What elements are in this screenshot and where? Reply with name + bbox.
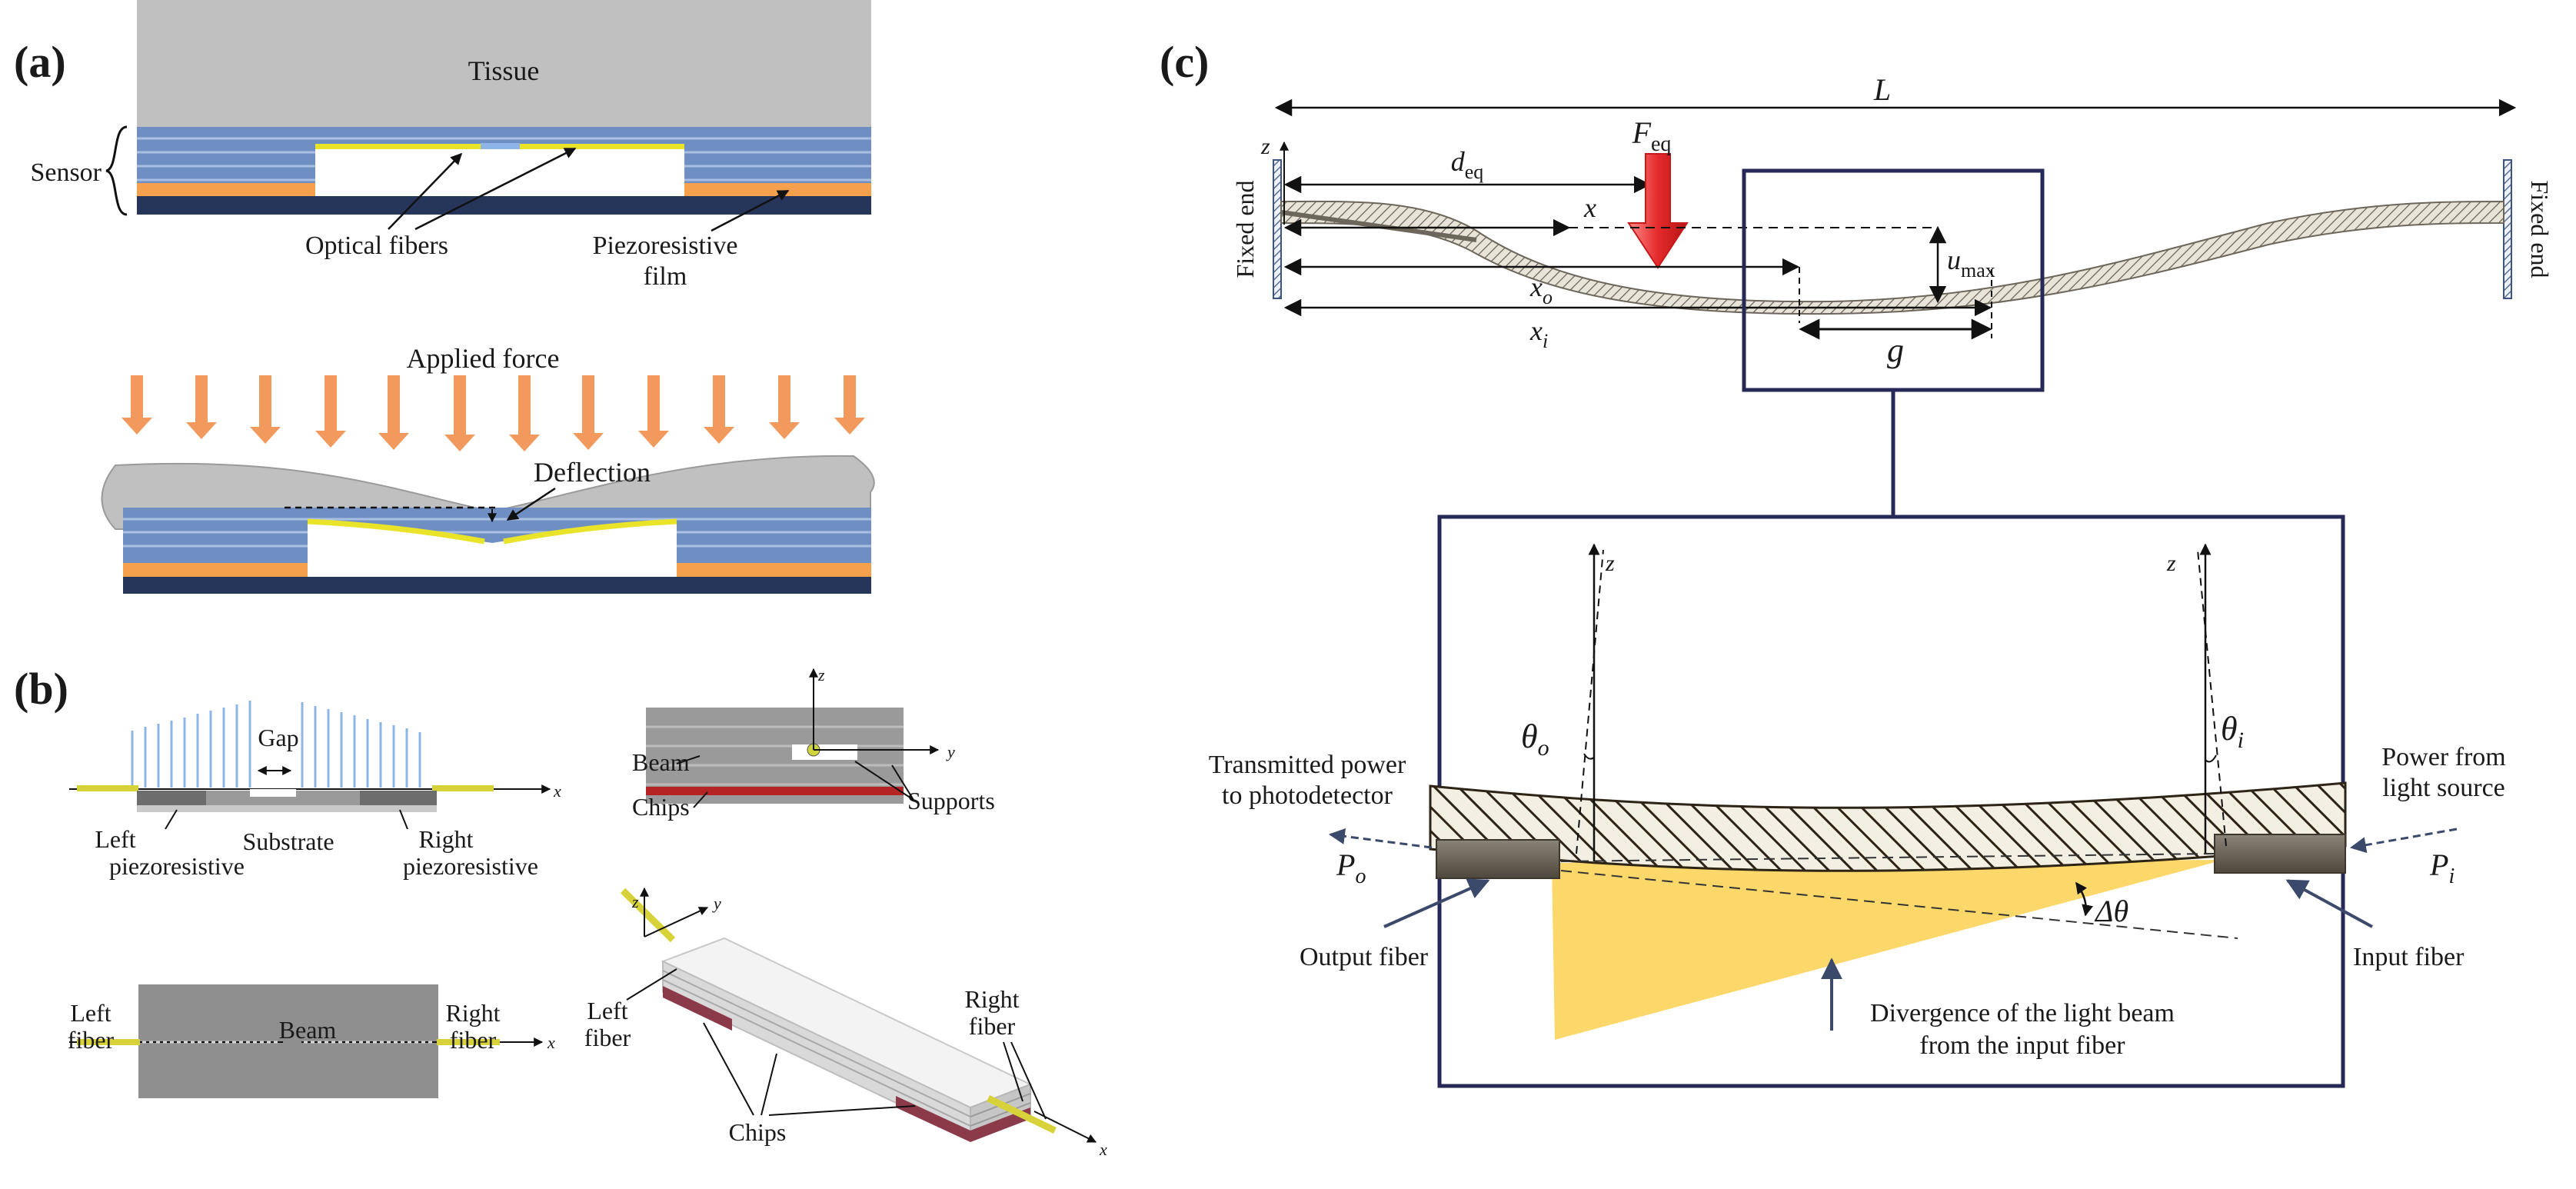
piezo-film-label-line1: Piezoresistive <box>593 231 738 260</box>
sensor-label: Sensor <box>30 158 102 187</box>
fiber-gap <box>481 143 520 149</box>
piezo-film-label-line2: film <box>644 262 687 291</box>
applied-force-label: Applied force <box>407 343 560 374</box>
force-arrow-11 <box>769 375 800 439</box>
applied-force-arrows <box>121 375 865 451</box>
fixed-end-left <box>1273 159 1282 299</box>
b1-x-axis-label: x <box>553 781 561 801</box>
b4-chips-label: Chips <box>729 1118 787 1146</box>
force-arrow-4 <box>315 375 346 448</box>
L-label: L <box>1873 72 1891 107</box>
transmitted-power-label-line1: Transmitted power <box>1209 751 1406 779</box>
b4-right-fiber-label-line2: fiber <box>969 1012 1016 1040</box>
optical-fibers-label: Optical fibers <box>305 231 448 260</box>
chips-label-b2: Chips <box>632 793 690 821</box>
g-label: g <box>1887 331 1904 369</box>
b3-right-fiber-label-line2: fiber <box>450 1026 497 1054</box>
force-arrow-3 <box>250 375 281 444</box>
panel-a: (a) Tissue Sensor Optical fibers Piezore… <box>14 0 875 594</box>
panel-c: (c) L Fixed end Fixed end z deq Feq x um… <box>1160 37 2554 1088</box>
x-i-label: xi <box>1529 315 1548 352</box>
force-arrow-9 <box>638 375 669 448</box>
b2-z-axis-label: z <box>817 665 825 684</box>
b4-y-axis-label: y <box>712 894 721 913</box>
b4-3d-view: x z y <box>620 887 1107 1159</box>
tissue-label: Tissue <box>468 55 540 86</box>
divergence-label-line2: from the input fiber <box>1919 1031 2125 1060</box>
force-arrow-8 <box>573 375 604 450</box>
right-piezo-label-line1: Right <box>418 825 473 853</box>
light-divergence-cone <box>1552 860 2224 1040</box>
power-from-label-line2: light source <box>2382 774 2505 802</box>
tissue-block <box>137 0 871 127</box>
b3-beam-label: Beam <box>279 1016 337 1044</box>
P-o-label: Po <box>1336 848 1366 888</box>
delta-theta-label: Δθ <box>2094 894 2128 928</box>
b2-cross-section: z y <box>646 665 955 804</box>
d-eq-label: deq <box>1451 146 1484 183</box>
intensity-bars <box>131 701 421 788</box>
b4-left-fiber-label-line2: fiber <box>584 1024 631 1051</box>
force-arrow-12 <box>834 375 865 435</box>
c-top-z-label: z <box>1260 134 1270 159</box>
b4-z-axis-label: z <box>631 892 639 911</box>
force-arrow-2 <box>186 375 217 439</box>
panel-b-label: (b) <box>14 664 68 714</box>
force-arrow-5 <box>378 375 409 450</box>
output-fiber-body <box>1436 839 1560 879</box>
b3-top-view: x <box>69 984 555 1098</box>
force-arrow-10 <box>704 375 734 444</box>
b3-left-fiber-label-line1: Left <box>70 999 111 1027</box>
u-max-label: umax <box>1947 245 1995 281</box>
transmitted-power-label-line2: to photodetector <box>1222 781 1393 810</box>
b4-right-fiber-label-line1: Right <box>964 985 1019 1013</box>
power-from-label-line1: Power from <box>2381 743 2505 771</box>
b3-x-axis-label: x <box>547 1033 555 1052</box>
panel-a-label: (a) <box>14 37 66 87</box>
P-i-label: Pi <box>2429 848 2455 888</box>
substrate-label: Substrate <box>242 828 334 855</box>
b4-left-fiber-label-line1: Left <box>587 997 627 1024</box>
supports-label: Supports <box>907 787 995 814</box>
deflection-label: Deflection <box>534 457 651 488</box>
force-arrow <box>1627 153 1689 269</box>
x-label: x <box>1583 192 1596 223</box>
theta-i-label: θi <box>2221 710 2244 753</box>
zoom-z-left-label: z <box>1605 551 1615 576</box>
fixed-end-right <box>2503 159 2512 299</box>
divergence-label-line1: Divergence of the light beam <box>1870 999 2175 1027</box>
beam-deflected <box>1280 200 2504 315</box>
right-piezo-label-line2: piezoresistive <box>403 852 538 880</box>
force-arrow-1 <box>121 375 152 435</box>
fixed-end-right-label: Fixed end <box>2526 180 2554 278</box>
panel-c-label: (c) <box>1160 37 1209 87</box>
input-fiber-label: Input fiber <box>2353 943 2465 971</box>
left-piezo-label-line2: piezoresistive <box>109 852 245 880</box>
zoom-z-right-label: z <box>2166 551 2176 576</box>
gap-label: Gap <box>258 724 298 751</box>
b3-right-fiber-label-line1: Right <box>445 999 500 1027</box>
fixed-end-left-label: Fixed end <box>1231 180 1259 278</box>
optical-fiber-right <box>520 144 684 149</box>
input-fiber-body <box>2214 834 2346 874</box>
panel-b: (b) x Gap Left piezoresistive Substrate … <box>14 664 1107 1159</box>
force-arrow-6 <box>444 375 475 451</box>
deformed-sensor <box>123 508 871 594</box>
theta-o-label: θo <box>1521 718 1549 761</box>
left-piezo-label-line1: Left <box>95 825 135 853</box>
F-eq-label: Feq <box>1632 115 1672 156</box>
output-fiber-label: Output fiber <box>1300 943 1429 971</box>
force-arrow-7 <box>509 375 540 451</box>
sensor-cavity <box>315 148 684 196</box>
sensor-brace <box>105 125 128 216</box>
b3-left-fiber-label-line2: fiber <box>68 1026 115 1054</box>
b4-x-axis-label: x <box>1099 1140 1107 1159</box>
sensor-stack <box>137 127 871 215</box>
optical-fiber-left <box>315 144 481 149</box>
b2-y-axis-label: y <box>946 742 955 761</box>
